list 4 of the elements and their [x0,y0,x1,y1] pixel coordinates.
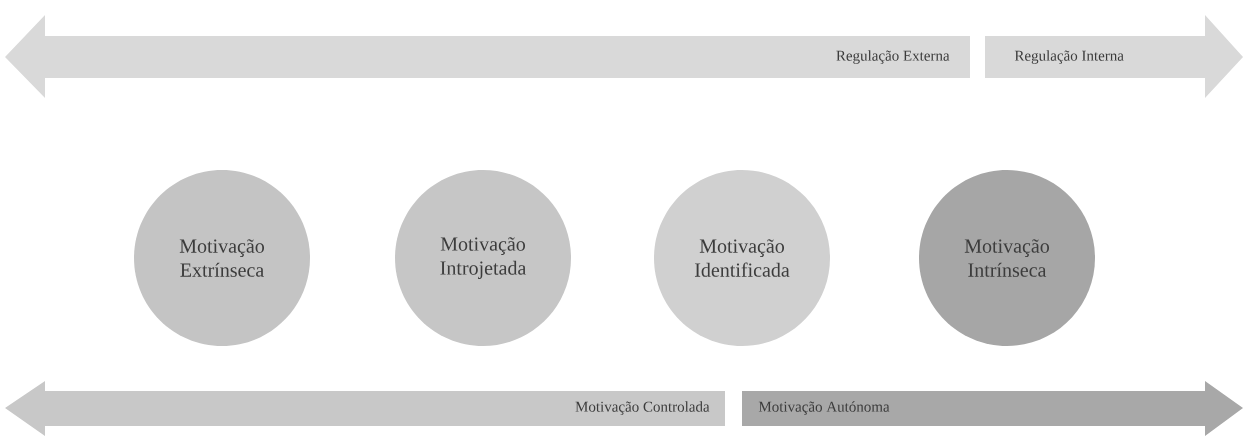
arrow-band: Motivação Autónoma [742,381,1243,436]
arrow-band: Regulação Externa [5,15,970,98]
arrow-band: Motivação Controlada [5,381,725,436]
arrow-band: Regulação Interna [985,15,1243,98]
